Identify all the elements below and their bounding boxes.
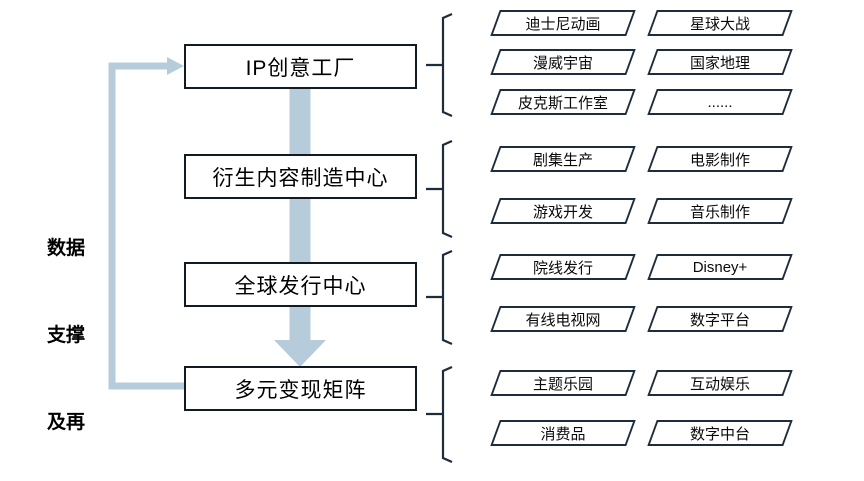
stage-label: 衍生内容制造中心 (212, 166, 389, 190)
item-pixar-studio: 皮克斯工作室 (490, 89, 636, 115)
item-ellipsis: ...... (647, 89, 793, 115)
feedback-loop-line (108, 62, 186, 390)
item-interactive-entertainment: 互动娱乐 (647, 370, 793, 396)
stage-box-ip-factory: IP创意工厂 (184, 44, 417, 89)
feedback-label-line: 数据 (46, 238, 85, 259)
feedback-label: 数据 支撑 及再 投资 (44, 176, 88, 481)
item-disney-animation: 迪士尼动画 (490, 10, 636, 36)
stage-label: 全球发行中心 (234, 274, 367, 298)
bracket-icon-3 (426, 249, 453, 346)
item-music-production: 音乐制作 (647, 198, 793, 224)
item-theme-parks: 主题乐园 (490, 370, 636, 396)
item-series-production: 剧集生产 (490, 146, 636, 172)
item-national-geographic: 国家地理 (647, 49, 793, 75)
item-star-wars: 星球大战 (647, 10, 793, 36)
feedback-label-line: 支撑 (46, 325, 85, 346)
item-digital-middle-platform: 数字中台 (647, 420, 793, 446)
feedback-arrowhead-icon (167, 57, 184, 75)
item-theatrical-release: 院线发行 (490, 254, 636, 280)
item-consumer-products: 消费品 (490, 420, 636, 446)
stage-label: IP创意工厂 (245, 56, 356, 80)
item-film-production: 电影制作 (647, 146, 793, 172)
stage-label: 多元变现矩阵 (234, 378, 367, 402)
item-disney-plus: Disney+ (647, 254, 793, 280)
bracket-icon-1 (426, 12, 453, 118)
bracket-icon-2 (426, 139, 453, 239)
stage-box-content-center: 衍生内容制造中心 (184, 154, 417, 199)
stage-box-monetization-matrix: 多元变现矩阵 (184, 366, 417, 411)
flow-arrowhead-icon (274, 340, 326, 367)
item-cable-tv-network: 有线电视网 (490, 306, 636, 332)
stage-box-distribution-center: 全球发行中心 (184, 262, 417, 307)
feedback-label-line: 及再 (46, 412, 85, 433)
bracket-icon-4 (426, 365, 453, 464)
item-game-development: 游戏开发 (490, 198, 636, 224)
item-digital-platform: 数字平台 (647, 306, 793, 332)
item-marvel-universe: 漫威宇宙 (490, 49, 636, 75)
